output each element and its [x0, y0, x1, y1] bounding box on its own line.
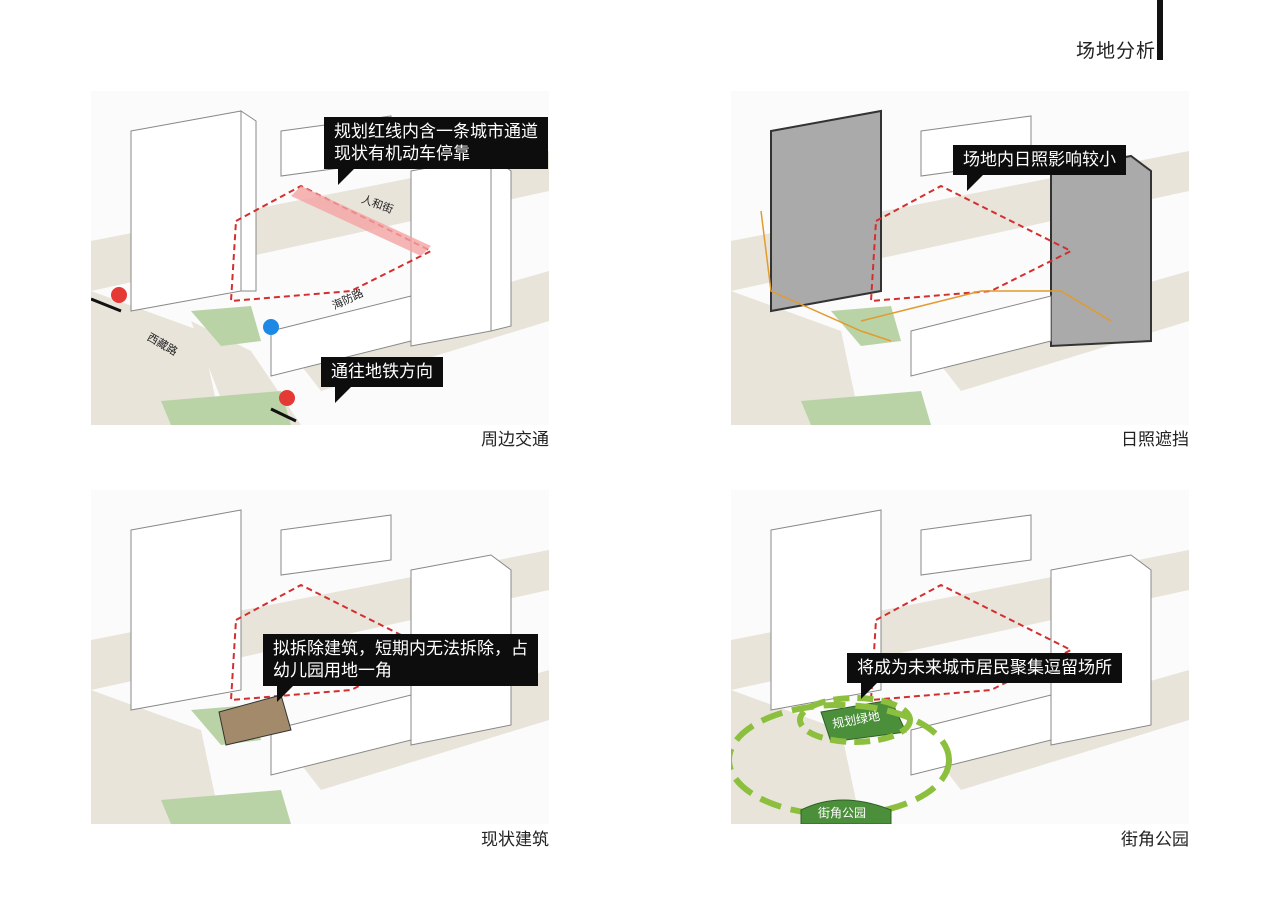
panel-sunlight: 场地内日照影响较小 [731, 91, 1189, 425]
callout-existing: 拟拆除建筑，短期内无法拆除，占 幼儿园用地一角 [263, 634, 538, 702]
panel-traffic: 人和街 海防路 西藏路 规划红线内含一条城市通道 现状有机动车停靠 通往地铁方向 [91, 91, 549, 425]
diagram-corner-park [731, 490, 1189, 824]
caption-existing: 现状建筑 [481, 830, 549, 850]
callout-traffic-redline: 规划红线内含一条城市通道 现状有机动车停靠 [324, 117, 548, 185]
caption-sunlight: 日照遮挡 [1121, 430, 1189, 450]
callout-sunlight: 场地内日照影响较小 [953, 145, 1126, 191]
panel-existing: 拟拆除建筑，短期内无法拆除，占 幼儿园用地一角 [91, 490, 549, 824]
area-label-corner-park: 街角公园 [818, 806, 867, 820]
caption-traffic: 周边交通 [481, 430, 549, 450]
callout-traffic-metro: 通往地铁方向 [321, 357, 443, 403]
title-bar [1157, 0, 1163, 60]
diagram-sunlight [731, 91, 1189, 425]
page-title: 场地分析 [1075, 40, 1156, 62]
callout-corner-park: 将成为未来城市居民聚集逗留场所 [847, 653, 1122, 699]
caption-corner-park: 街角公园 [1121, 830, 1189, 850]
panel-corner-park: 规划绿地 街角公园 将成为未来城市居民聚集逗留场所 [731, 490, 1189, 824]
